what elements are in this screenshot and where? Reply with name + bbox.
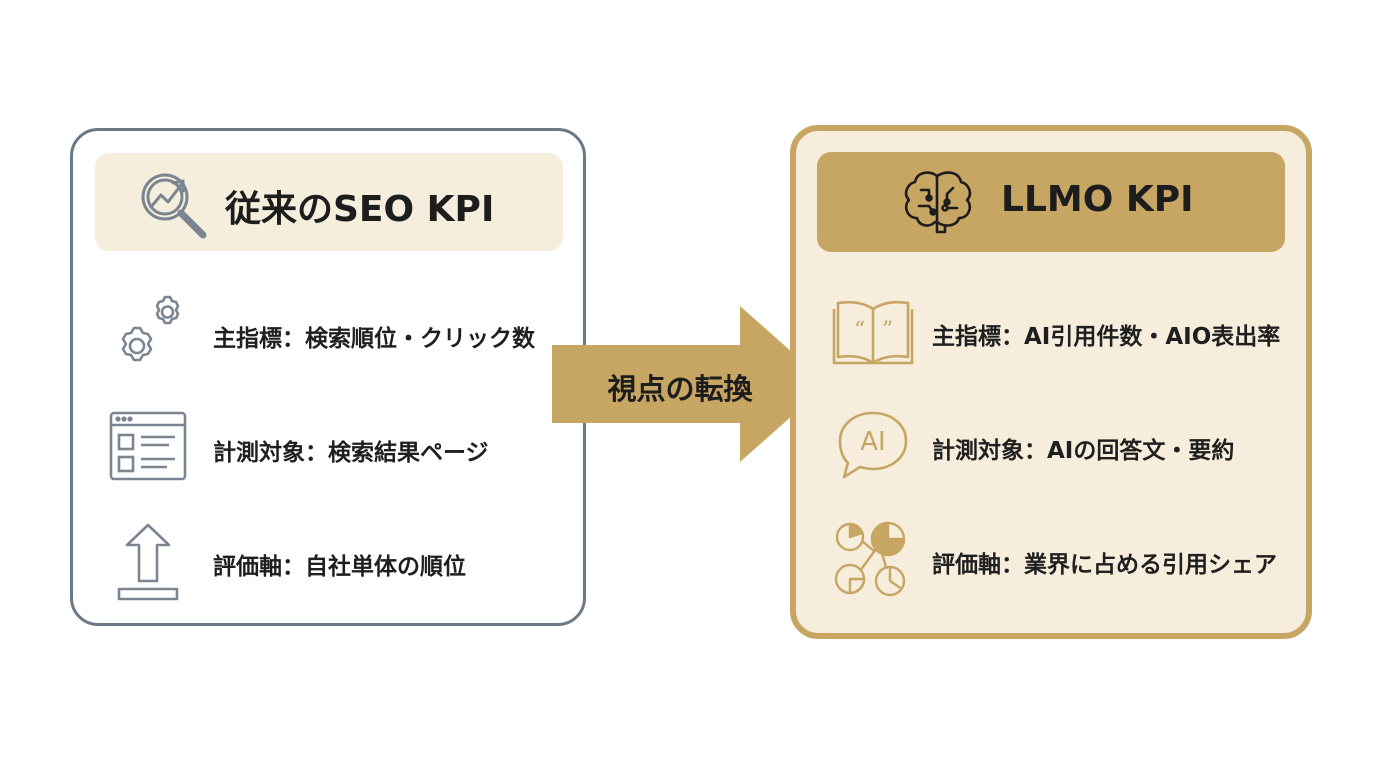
- llmo-evaluation-axis-text: 評価軸：業界に占める引用シェア: [932, 552, 1277, 578]
- llmo-title: LLMO KPI: [1001, 179, 1194, 220]
- llmo-main-metric-text: 主指標：AI引用件数・AIO表出率: [932, 324, 1281, 350]
- llmo-header: LLMO KPI: [817, 152, 1285, 252]
- traditional-seo-title: 従来のSEO KPI: [225, 189, 495, 230]
- traditional-main-metric-text: 主指標：検索順位・クリック数: [213, 326, 535, 352]
- brain-circuit-icon: [904, 171, 972, 234]
- llmo-panel: LLMO KPI “ ” 主指標：AI引用件数・AIO表出率 AI 計測対象：A…: [790, 125, 1312, 639]
- llmo-measurement-target-text: 計測対象：AIの回答文・要約: [932, 438, 1235, 464]
- traditional-row-measurement-target: 計測対象：検索結果ページ: [73, 403, 583, 493]
- traditional-row-main-metric: 主指標：検索順位・クリック数: [73, 289, 583, 379]
- ai-icon-text: AI: [860, 427, 885, 457]
- upload-arrow-icon: [117, 523, 179, 601]
- transition-arrow-label: 視点の転換: [607, 372, 753, 406]
- llmo-row-main-metric: “ ” 主指標：AI引用件数・AIO表出率: [796, 287, 1306, 377]
- llmo-row-measurement-target: AI 計測対象：AIの回答文・要約: [796, 401, 1306, 491]
- open-book-quote-icon: “ ”: [832, 300, 914, 365]
- svg-text:“: “: [854, 318, 865, 343]
- svg-text:”: ”: [882, 318, 893, 343]
- browser-window-icon: [109, 411, 187, 481]
- magnifier-growth-icon: [141, 173, 207, 239]
- gears-icon: [121, 295, 180, 362]
- traditional-row-evaluation-axis: 評価軸：自社単体の順位: [73, 517, 583, 607]
- pie-charts-icon: [834, 521, 906, 597]
- traditional-seo-header: 従来のSEO KPI: [95, 153, 563, 251]
- traditional-measurement-target-text: 計測対象：検索結果ページ: [213, 440, 489, 466]
- ai-speech-bubble-icon: AI: [838, 411, 908, 479]
- llmo-row-evaluation-axis: 評価軸：業界に占める引用シェア: [796, 515, 1306, 605]
- traditional-seo-panel: 従来のSEO KPI 主指標：検索順位・クリック数: [70, 128, 586, 626]
- transition-arrow: [552, 306, 828, 462]
- traditional-evaluation-axis-text: 評価軸：自社単体の順位: [213, 554, 466, 580]
